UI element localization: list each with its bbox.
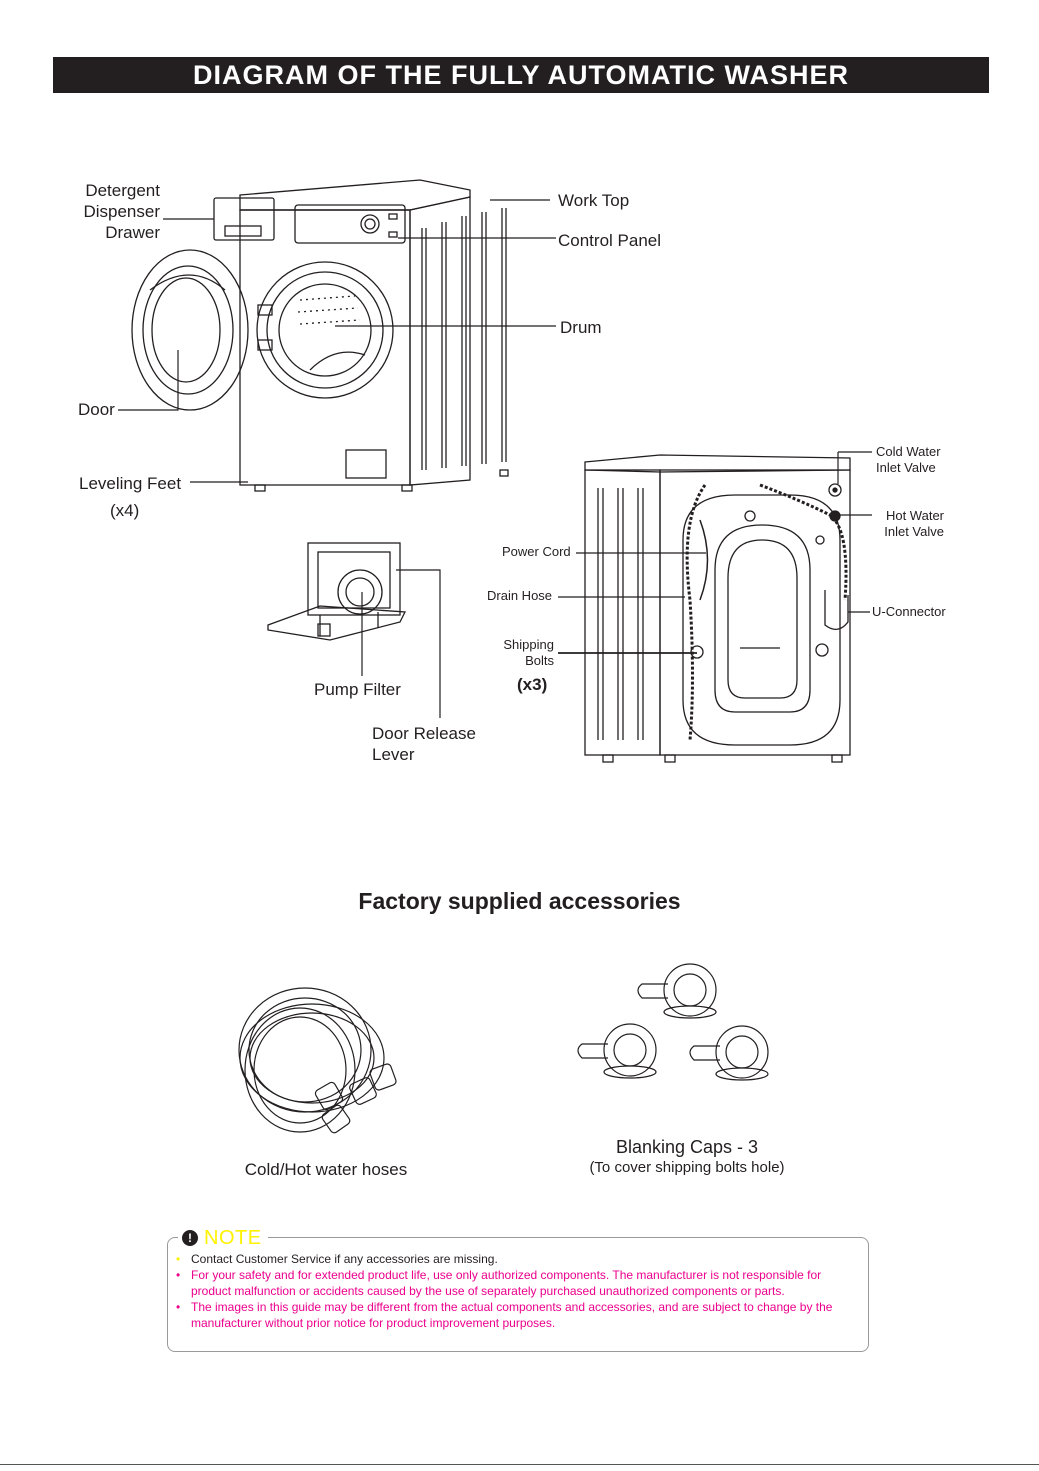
- note-header: ! NOTE: [178, 1227, 268, 1249]
- label-cold-water-line1: Cold Water: [876, 444, 941, 459]
- note-item: Contact Customer Service if any accessor…: [176, 1251, 856, 1267]
- label-shipping-bolts-line1: Shipping: [503, 637, 554, 652]
- front-washer-illustration: [131, 179, 509, 492]
- note-item: For your safety and for extended product…: [176, 1267, 856, 1299]
- pump-filter-illustration: [267, 542, 407, 641]
- label-u-connector: U-Connector: [872, 604, 946, 619]
- label-control-panel: Control Panel: [558, 231, 662, 250]
- label-door: Door: [78, 400, 115, 419]
- note-item: The images in this guide may be differen…: [176, 1299, 856, 1331]
- label-door-release-line2: Lever: [372, 745, 415, 764]
- label-power-cord: Power Cord: [502, 544, 571, 559]
- label-door-release-line1: Door Release: [372, 724, 476, 743]
- label-shipping-bolts-count: (x3): [517, 675, 548, 694]
- label-pump-filter: Pump Filter: [314, 680, 401, 699]
- label-hot-water-line2: Inlet Valve: [884, 524, 944, 539]
- label-detergent-drawer: Detergent Dispenser Drawer: [60, 180, 160, 243]
- label-hot-water-valve: Hot Water Inlet Valve: [860, 508, 944, 540]
- label-detergent-line1: Detergent: [85, 181, 160, 200]
- note-title: NOTE: [204, 1227, 262, 1249]
- exclamation-icon: !: [182, 1230, 198, 1246]
- note-box: [167, 1237, 869, 1352]
- label-hot-water-line1: Hot Water: [885, 508, 944, 523]
- caps-caption: Blanking Caps - 3: [615, 1137, 759, 1157]
- page-title: DIAGRAM OF THE FULLY AUTOMATIC WASHER: [53, 57, 989, 93]
- label-drain-hose: Drain Hose: [487, 588, 553, 603]
- label-shipping-bolts-line2: Bolts: [525, 653, 554, 668]
- label-shipping-bolts: Shipping Bolts: [494, 637, 554, 669]
- label-cold-water-line2: Inlet Valve: [876, 460, 936, 475]
- back-washer-illustration: [584, 454, 851, 763]
- hoses-caption: Cold/Hot water hoses: [244, 1160, 408, 1179]
- label-drum: Drum: [560, 318, 602, 337]
- label-cold-water-valve: Cold Water Inlet Valve: [876, 444, 941, 476]
- label-detergent-line3: Drawer: [105, 223, 160, 242]
- label-work-top: Work Top: [558, 191, 630, 210]
- note-list: Contact Customer Service if any accessor…: [176, 1251, 856, 1331]
- caps-subcaption: (To cover shipping bolts hole): [589, 1159, 785, 1176]
- water-hoses-illustration: [238, 987, 397, 1134]
- footer-divider: [0, 1464, 1039, 1465]
- label-detergent-line2: Dispenser: [83, 202, 160, 221]
- label-leveling-feet: Leveling Feet: [79, 474, 182, 493]
- label-door-release-lever: Door Release Lever: [372, 723, 476, 765]
- accessories-title: Factory supplied accessories: [358, 888, 681, 914]
- label-leveling-feet-count: (x4): [110, 501, 140, 520]
- blanking-caps-illustration: [577, 963, 769, 1081]
